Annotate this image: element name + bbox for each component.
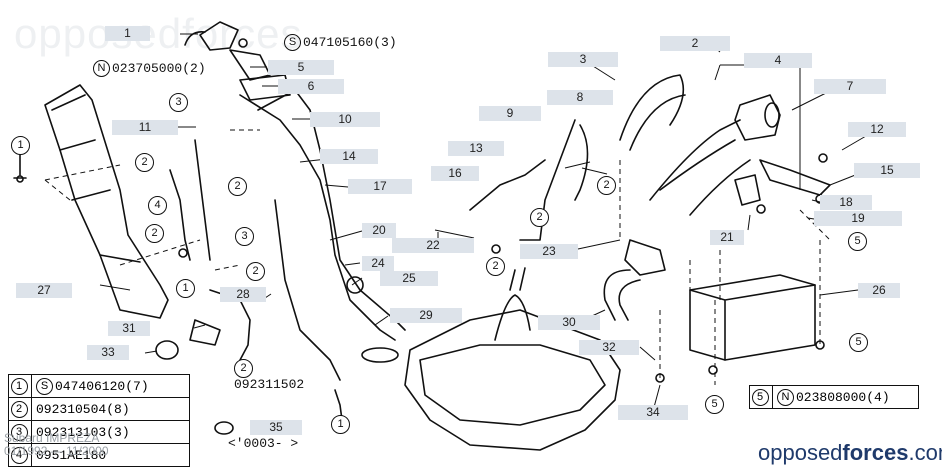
label-part-20[interactable]: 20 — [362, 223, 396, 238]
model-info: Subaru IMPREZA 01/1992 — 11/2000 — [4, 432, 109, 458]
callout-2: 2 — [530, 208, 549, 227]
label-part-25[interactable]: 25 — [380, 271, 438, 286]
label-part-21[interactable]: 21 — [710, 230, 744, 245]
label-part-18[interactable]: 18 — [820, 195, 872, 210]
label-part-6[interactable]: 6 — [278, 79, 344, 94]
label-part-32[interactable]: 32 — [579, 340, 639, 355]
fuel-tank — [404, 309, 621, 451]
label-part-27[interactable]: 27 — [16, 283, 72, 298]
legend-key: 3 — [10, 423, 28, 441]
callout-2: 2 — [135, 153, 154, 172]
label-part-31[interactable]: 31 — [108, 321, 150, 336]
callout-2: 2 — [486, 257, 505, 276]
legend-row: 2 092310504(8) — [9, 398, 189, 421]
legend-value: 023808000(4) — [796, 389, 890, 405]
callout-2: 2 — [246, 262, 265, 281]
label-part-30[interactable]: 30 — [538, 315, 600, 330]
label-part-19[interactable]: 19 — [814, 211, 902, 226]
watermark-top: opposedforces — [14, 10, 303, 57]
s-symbol: S — [284, 34, 301, 51]
label-part-15[interactable]: 15 — [854, 163, 920, 178]
callout-4: 4 — [148, 196, 167, 215]
label-part-29[interactable]: 29 — [390, 308, 462, 323]
label-part-13[interactable]: 13 — [448, 141, 504, 156]
legend-key: 1 — [10, 377, 28, 395]
legend-key: 5 — [751, 388, 769, 406]
callout-5: 5 — [849, 333, 868, 352]
legend-value: 092313103(3) — [36, 424, 130, 440]
watermark-bottom: opposedforces.com — [758, 440, 942, 465]
code-092311502: 092311502 — [234, 377, 305, 392]
label-part-17[interactable]: 17 — [348, 179, 412, 194]
s-symbol: S — [36, 377, 53, 395]
model-name: Subaru IMPREZA — [4, 431, 100, 445]
callout-5: 5 — [848, 232, 867, 251]
date-range: <'0003- > — [228, 436, 299, 451]
label-part-35[interactable]: 35 — [250, 420, 302, 435]
label-part-14[interactable]: 14 — [320, 149, 378, 164]
legend-row: 3 092313103(3) — [9, 421, 189, 444]
filler-pipe — [239, 94, 396, 341]
label-part-4[interactable]: 4 — [744, 53, 812, 68]
label-part-3[interactable]: 3 — [548, 52, 618, 67]
n-symbol: N — [777, 388, 794, 406]
label-part-2[interactable]: 2 — [660, 36, 730, 51]
label-part-22[interactable]: 22 — [392, 238, 474, 253]
n-symbol: N — [93, 60, 110, 77]
callout-1: 1 — [11, 136, 30, 155]
label-part-28[interactable]: 28 — [220, 287, 266, 302]
legend-key: 2 — [10, 400, 28, 418]
label-part-23[interactable]: 23 — [520, 244, 578, 259]
legend-value: 0951AE180 — [36, 447, 107, 463]
label-part-34[interactable]: 34 — [618, 405, 688, 420]
label-part-5[interactable]: 5 — [268, 60, 334, 75]
label-part-1[interactable]: 1 — [105, 26, 150, 41]
callout-5: 5 — [705, 395, 724, 414]
label-part-7[interactable]: 7 — [814, 79, 886, 94]
purge-valve-7 — [734, 94, 781, 141]
label-part-16[interactable]: 16 — [431, 166, 479, 181]
callout-3: 3 — [169, 93, 188, 112]
fuel-cap — [199, 21, 239, 51]
callout-1: 1 — [331, 415, 350, 434]
label-part-10[interactable]: 10 — [310, 112, 380, 127]
label-part-24[interactable]: 24 — [362, 256, 394, 271]
label-part-26[interactable]: 26 — [858, 283, 900, 298]
charcoal-canister-26 — [689, 274, 816, 361]
callout-2: 2 — [145, 224, 164, 243]
label-part-12[interactable]: 12 — [848, 122, 906, 137]
legend-row: 4 0951AE180 — [9, 444, 189, 466]
label-part-9[interactable]: 9 — [479, 106, 541, 121]
legend-key: 4 — [10, 446, 28, 464]
model-years: 01/1992 — 11/2000 — [4, 444, 109, 458]
legend-value: 047406120(7) — [55, 378, 149, 394]
callout-2: 2 — [228, 177, 247, 196]
callout-3: 3 — [235, 227, 254, 246]
label-part-11[interactable]: 11 — [112, 120, 178, 135]
callout-1: 1 — [176, 279, 195, 298]
label-part-33[interactable]: 33 — [87, 345, 129, 360]
callout-2: 2 — [234, 359, 253, 378]
legend-value: 092310504(8) — [36, 401, 130, 417]
callout-2: 2 — [597, 176, 616, 195]
label-part-8[interactable]: 8 — [547, 90, 613, 105]
